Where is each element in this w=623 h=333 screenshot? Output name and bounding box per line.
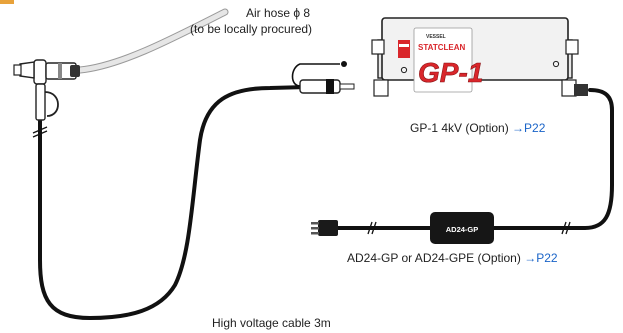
adapter-cable-break-mark — [367, 221, 571, 235]
hv-cable-caption: High voltage cable 3m — [212, 316, 331, 330]
air-hose — [76, 8, 229, 74]
adapter-caption-text: AD24-GP or AD24-GPE (Option) — [347, 251, 521, 265]
air-hose-note: (to be locally procured) — [190, 22, 312, 36]
adapter-page-reference: →P22 — [524, 251, 558, 265]
corner-mark — [0, 0, 14, 4]
gp1-caption-text: GP-1 4kV (Option) — [410, 121, 509, 135]
adapter-cable — [336, 88, 614, 230]
air-hose-label-line1: Air hose ϕ 8 — [246, 6, 311, 20]
cable-connector — [291, 61, 355, 94]
adapter-caption: AD24-GP or AD24-GPE (Option) →P22 — [347, 251, 558, 265]
gp1-page-reference: →P22 — [512, 121, 546, 135]
hv-cable-caption-text: High voltage cable 3m — [212, 316, 331, 330]
ac-adapter: AD24-GP — [430, 212, 494, 244]
gp1-power-unit: VESSEL STATCLEAN GP-1 — [371, 17, 588, 97]
air-hose-label-line2: (to be locally procured) — [190, 22, 313, 36]
high-voltage-cable — [38, 84, 347, 321]
adapter-box-label: AD24-GP — [446, 225, 479, 234]
air-hose-label: Air hose ϕ 8 — [246, 6, 310, 20]
device-brand: VESSEL — [426, 34, 446, 40]
cable-break-mark — [32, 126, 48, 138]
device-model: GP-1 — [418, 57, 483, 88]
device-logo: STATCLEAN — [418, 43, 465, 52]
power-plug — [311, 220, 338, 236]
gp1-caption: GP-1 4kV (Option) →P22 — [410, 121, 545, 135]
ionizer-gun — [13, 59, 80, 121]
